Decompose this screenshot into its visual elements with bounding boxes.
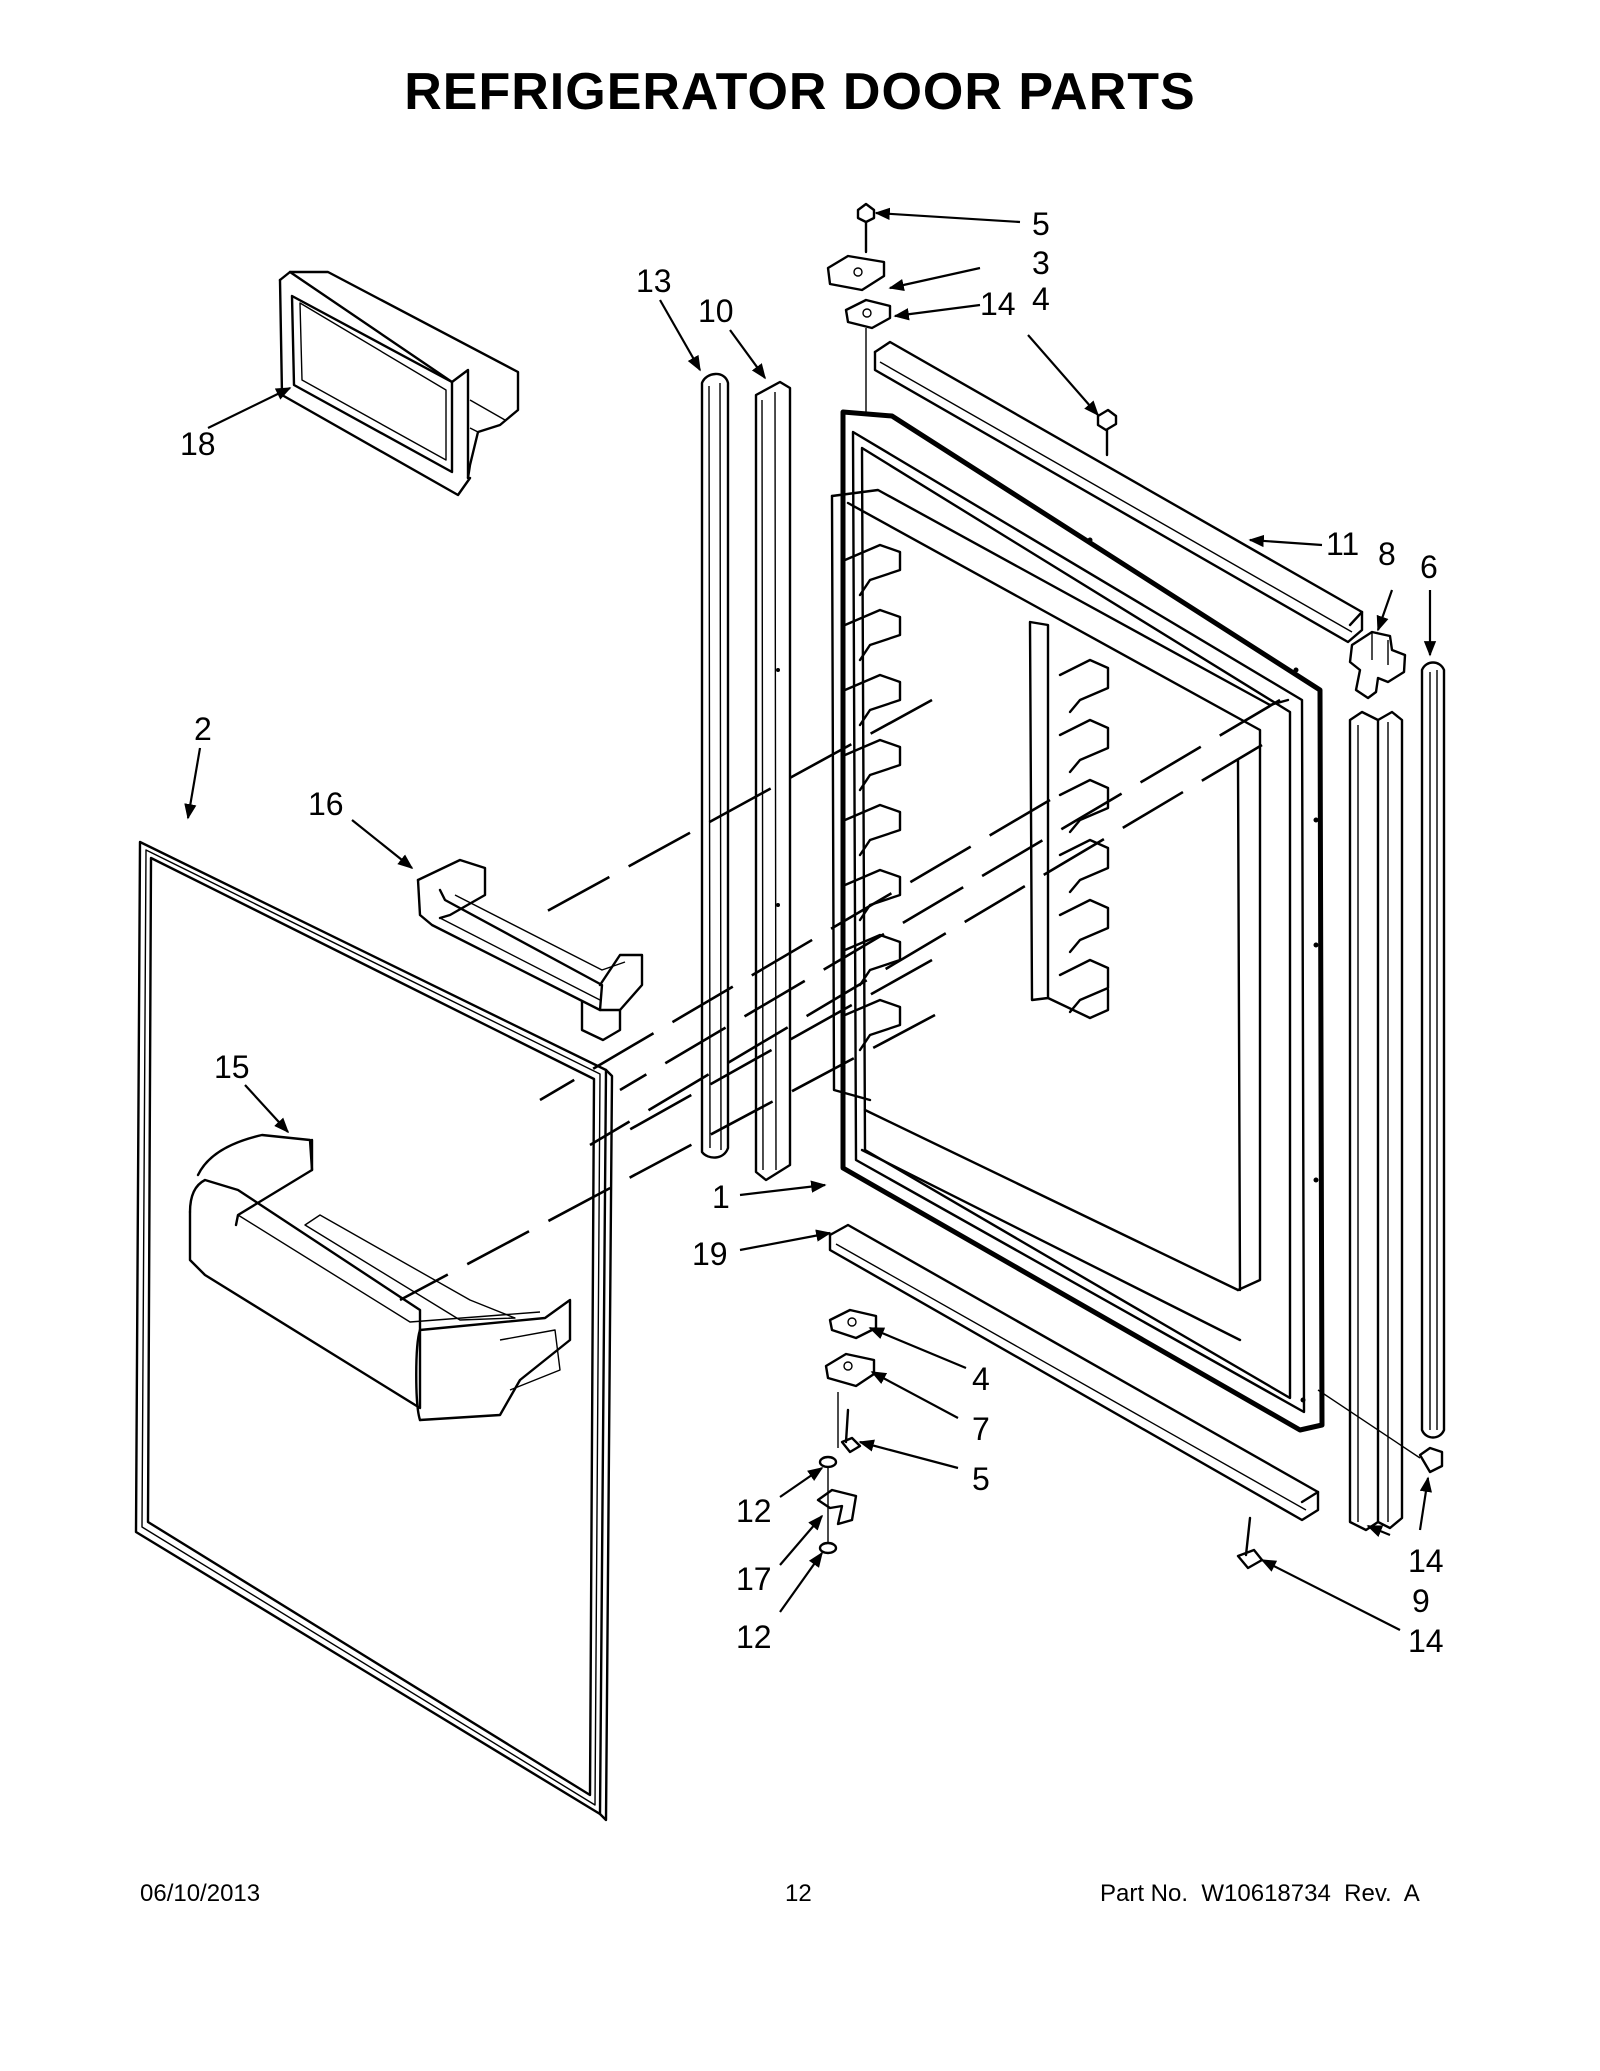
side-trim-part-9 — [1348, 710, 1404, 1532]
page-title: REFRIGERATOR DOOR PARTS — [404, 63, 1196, 121]
callout-1: 1 — [712, 1179, 730, 1215]
callout-16: 16 — [308, 786, 344, 822]
callout-11: 11 — [1326, 526, 1359, 562]
door-liner-part-1 — [830, 409, 1325, 1433]
callout-10: 10 — [698, 293, 734, 329]
callout-12-top: 12 — [736, 1493, 772, 1529]
trim-strip-part-10 — [754, 380, 792, 1182]
callout-2: 2 — [194, 711, 212, 747]
callout-14-top: 14 — [980, 286, 1016, 322]
callout-4-bottom: 4 — [972, 1361, 990, 1397]
callout-labels: 5 3 4 14 13 10 18 11 8 6 2 16 15 1 19 4 … — [180, 206, 1444, 1659]
callout-3: 3 — [1032, 245, 1050, 281]
trim-strip-part-13 — [700, 372, 730, 1159]
callout-arrows — [184, 207, 1437, 1631]
bottom-trim-part-19 — [828, 1223, 1320, 1522]
door-bin-part-16 — [416, 858, 644, 1042]
footer-date: 06/10/2013 — [140, 1880, 261, 1907]
callout-14-right: 14 — [1408, 1543, 1444, 1579]
top-trim-part-11 — [873, 340, 1364, 644]
callout-19: 19 — [692, 1236, 728, 1272]
callout-9: 9 — [1412, 1583, 1430, 1619]
callout-7: 7 — [972, 1411, 990, 1447]
left-bin-supports — [843, 543, 902, 1052]
hinge-hardware — [816, 202, 1444, 1570]
footer-page-number: 12 — [785, 1880, 812, 1907]
door-panel-part-2 — [134, 840, 614, 1822]
callout-13: 13 — [636, 263, 672, 299]
door-bin-part-15 — [188, 1133, 572, 1422]
callout-5-top: 5 — [1032, 206, 1050, 242]
callout-6: 6 — [1420, 549, 1438, 585]
alignment-lines — [399, 698, 1281, 1302]
trim-strip-part-6 — [1420, 661, 1446, 1439]
callout-12-bottom: 12 — [736, 1619, 772, 1655]
right-bin-supports — [1028, 620, 1110, 1020]
callout-15: 15 — [214, 1049, 250, 1085]
footer-part-number: Part No. W10618734 Rev. A — [1100, 1880, 1420, 1907]
hinge-cover-part-8 — [1348, 630, 1407, 700]
callout-5-bottom: 5 — [972, 1461, 990, 1497]
callout-18: 18 — [180, 426, 216, 462]
callout-4-top: 4 — [1032, 281, 1050, 317]
callout-14-bottom: 14 — [1408, 1623, 1444, 1659]
callout-17: 17 — [736, 1561, 772, 1597]
bin-part-18 — [278, 270, 520, 497]
callout-8: 8 — [1378, 536, 1396, 572]
